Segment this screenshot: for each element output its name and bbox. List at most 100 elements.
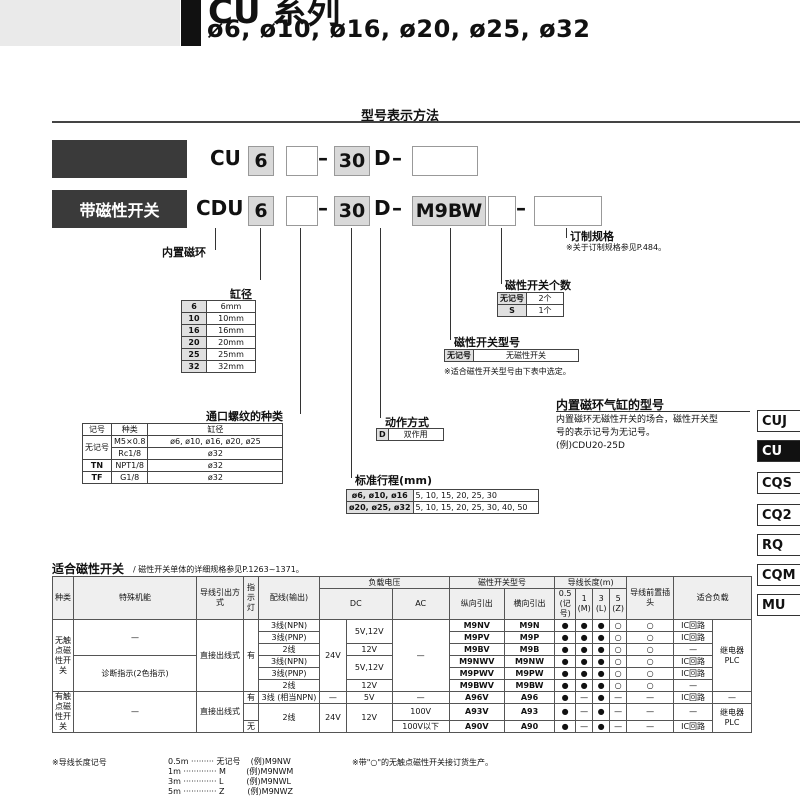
tab-cuj[interactable]: CUJ [757,410,800,432]
len-mark: ● [554,720,577,733]
tab-cqs[interactable]: CQS [757,472,800,494]
port-r2-bore: ø32 [147,459,284,472]
row2-dash: – [318,196,328,220]
h-func: 特殊机能 [73,576,197,620]
pre-mark: — [626,720,675,733]
len-value: 1m [168,767,181,776]
tab-rq[interactable]: RQ [757,534,800,556]
tab-mu[interactable]: MU [757,594,800,616]
port-r3-type: G1/8 [110,471,149,484]
load-cell: — [673,703,713,721]
len-mark: ● [575,655,594,668]
load2-cell: 继电器 PLC [712,703,752,733]
port-r1-bore: ø32 [147,447,284,460]
g0-r3-h: M9NW [503,655,556,668]
g1-r2-h: A90 [503,720,556,733]
port-h-bore: 缸径 [147,423,284,436]
g0-r3-v: M9NWV [448,655,505,668]
row2-mount: D [374,196,391,220]
len-mark: — [609,691,628,704]
pre-mark: — [626,691,675,704]
len-row: 0.5m ········· 无记号 (例)M9NW [168,757,291,766]
g0-ind: 有 [243,619,259,692]
port-r3-bore: ø32 [147,471,284,484]
g0-r1-wiring: 3线(PNP) [258,631,320,644]
switch-table-title: 适合磁性开关 [52,562,125,576]
load-cell: IC回路 [673,720,713,733]
header-accent [181,0,201,46]
bore-line [260,228,261,280]
order-label: 订制规格 [570,230,614,243]
g0-r5-v: M9BWV [448,679,505,692]
g0-r2-v: M9BV [448,643,505,656]
stroke-line [351,228,352,478]
tab-cu[interactable]: CU [757,440,800,462]
load-cell: IC回路 [673,667,713,680]
count-r0-desc: 2个 [526,292,564,305]
len-code: Z [219,787,225,796]
switch-count-label: 磁性开关个数 [505,279,571,292]
g1-r2-ind: 无 [243,720,259,733]
row2-bore: 6 [248,196,274,226]
len-mark: ○ [609,679,628,692]
row2-stroke: 30 [334,196,370,226]
bore-size: 25mm [206,348,256,361]
len-value: 5m [168,787,181,796]
bore-size: 20mm [206,336,256,349]
action-desc: 双作用 [387,428,444,441]
bore-code: 10 [181,312,207,325]
row2-order-box [534,196,602,226]
g0-r4-h: M9PW [503,667,556,680]
pre-mark: ○ [626,619,675,632]
magnet-note-line: 内置磁环无磁性开关的场合，磁性开关型 [556,415,719,425]
len-mark: ● [554,643,577,656]
len-mark: ● [575,679,594,692]
action-label: 动作方式 [385,416,429,429]
len-mark: ● [554,655,577,668]
len-value: 0.5m [168,757,189,766]
port-r2-type: NPT1/8 [110,459,149,472]
len-example: (例)M9NWZ [247,787,294,796]
switch-type-code: 无记号 [444,349,474,362]
row1-port-box [286,146,318,176]
load2-cell: — [712,691,752,704]
section-divider [52,121,800,123]
len-mark: ● [592,679,611,692]
header-band [0,0,180,46]
kind-reed: 有触点磁性开关 [52,691,74,733]
g1-ind: 有 [243,691,259,704]
g1-r0-wiring: 3线 (相当NPN) [258,691,320,704]
load-cell: IC回路 [673,691,713,704]
g1-r1-dcv: 12V [345,703,393,733]
len-mark: ● [592,691,611,704]
len-code: 无记号 [216,757,241,766]
load2-cell: 继电器 PLC [712,619,752,692]
len-mark: — [575,703,594,721]
h-ind: 指示灯 [243,576,259,620]
len-mark: — [575,691,594,704]
h-l05: 0.5 (记号) [554,588,577,620]
tab-cq2[interactable]: CQ2 [757,504,800,526]
h-lead-len: 导线长度(m) [554,576,628,589]
tab-cqm[interactable]: CQM [757,564,800,586]
pre-mark: ○ [626,655,675,668]
magnet-note-line: 号的表示记号为无记号。 [556,428,656,438]
g0-diag-func: 诊断指示(2色指示) [73,655,197,692]
switch-type-label: 磁性开关型号 [454,336,520,349]
bore-code: 32 [181,360,207,373]
len-code: M [219,767,226,776]
bore-label: 缸径 [230,288,252,301]
bore-size: 32mm [206,360,256,373]
magnet-note-body: 内置磁环无磁性开关的场合，磁性开关型 号的表示记号为无记号。 (例)CDU20-… [556,414,718,453]
load-cell: — [673,643,713,656]
row2-count-box [488,196,516,226]
len-mark: — [609,703,628,721]
g1-r0-v: A96V [448,691,505,704]
port-label: 通口螺纹的种类 [206,410,283,423]
row1-band [52,140,187,178]
len-mark: ● [575,619,594,632]
len-example: (例)M9NWL [246,777,291,786]
g1-r2-ac: 100V以下 [391,720,450,733]
